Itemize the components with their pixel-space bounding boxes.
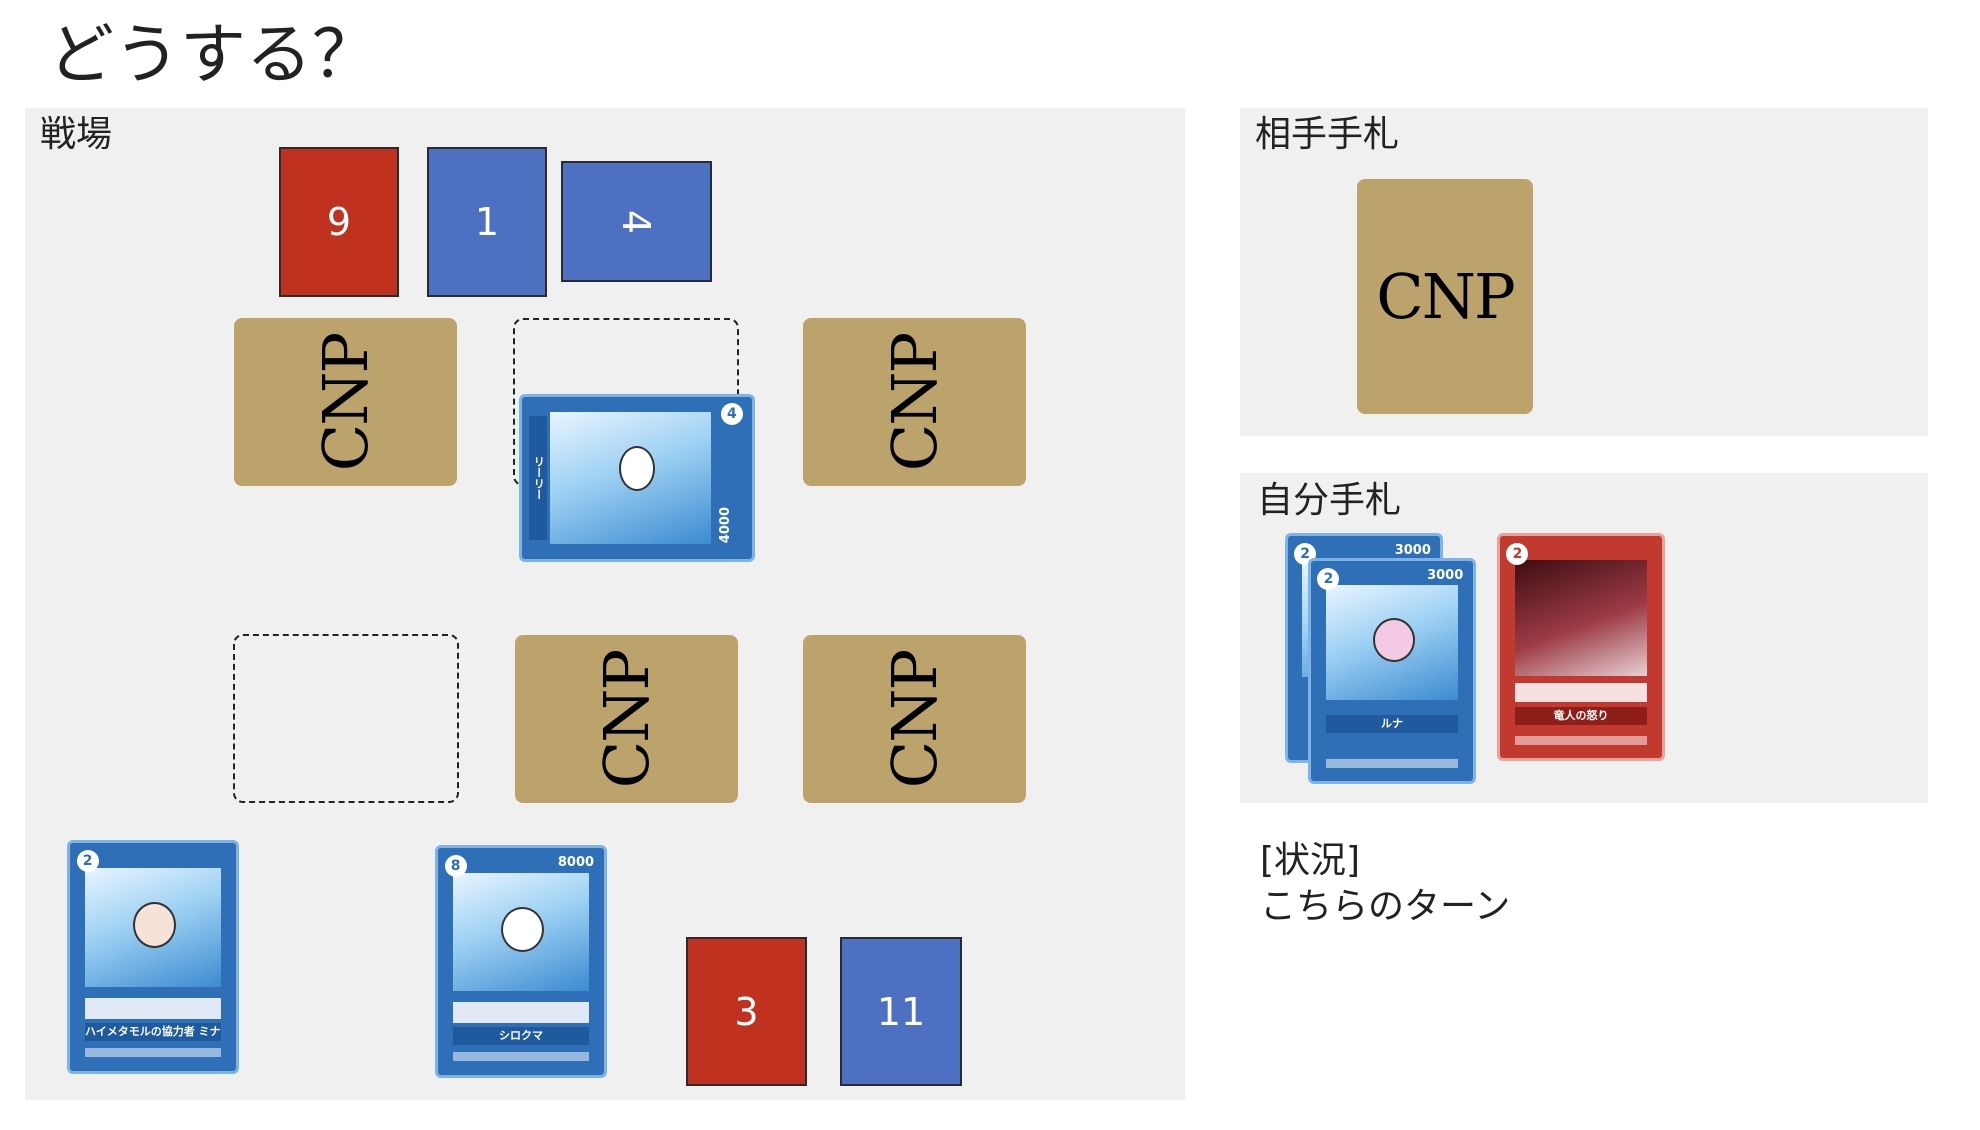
player-unit-slot-empty[interactable]: [233, 634, 459, 803]
situation-text: こちらのターン: [1260, 886, 1511, 927]
card-name: ルナ: [1325, 715, 1459, 733]
card-back-logo: CNP: [878, 650, 951, 788]
panda-character-art: [618, 445, 656, 491]
card-footer: [1514, 735, 1648, 745]
my-hand-card-luna[interactable]: 2 3000 ルナ: [1308, 558, 1476, 784]
polar-bear-art: [501, 907, 545, 953]
card-art: [1514, 560, 1648, 676]
player-unit-facedown-right[interactable]: CNP: [803, 635, 1026, 803]
card-back-logo: CNP: [590, 650, 663, 788]
card-back-logo: CNP: [309, 333, 382, 471]
cost-badge: 8: [444, 854, 467, 877]
card-name: ハイメタモルの協力者 ミナモ: [84, 1023, 222, 1042]
power-value: 8000: [557, 854, 595, 870]
cost-badge: 4: [720, 403, 743, 426]
player-counter-blue: 11: [840, 937, 962, 1086]
card-text-box: [1514, 682, 1648, 703]
rabbit-character-art: [1372, 618, 1415, 663]
situation-block: [状況] こちらのターン: [1260, 838, 1510, 930]
battlefield-label: 戦場: [40, 114, 113, 155]
opponent-unit-card-rirei[interactable]: 4 リーリー 4000: [519, 394, 755, 562]
card-text-box: [84, 998, 222, 1019]
power-value: 3000: [1394, 542, 1431, 558]
my-hand-card-ryujin-no-ikari[interactable]: 2 竜人の怒り: [1497, 533, 1665, 761]
card-text-box: [452, 1002, 590, 1023]
page-title: どうする？: [48, 16, 378, 93]
power-value: 3000: [1427, 567, 1464, 583]
card-footer: [452, 1052, 590, 1062]
card-back-logo: CNP: [1376, 260, 1515, 333]
opponent-hand-card[interactable]: CNP: [1357, 179, 1533, 414]
opponent-unit-facedown-right[interactable]: CNP: [803, 318, 1026, 486]
opponent-hand-panel: [1240, 108, 1928, 436]
opponent-counter-blue-rotated: 4: [561, 161, 712, 282]
card-name: 竜人の怒り: [1514, 706, 1648, 725]
card-footer: [1325, 759, 1459, 768]
player-counter-red-value: 3: [734, 989, 759, 1034]
card-back-logo: CNP: [878, 333, 951, 471]
player-supporter-minamo[interactable]: 2 ハイメタモルの協力者 ミナモ: [67, 840, 239, 1074]
opponent-unit-facedown-left[interactable]: CNP: [234, 318, 457, 486]
cost-badge: 2: [1317, 567, 1340, 590]
opponent-counter-red-value: 9: [326, 200, 352, 244]
character-art: [133, 902, 177, 948]
my-hand-label: 自分手札: [1257, 480, 1402, 521]
card-name: シロクマ: [452, 1027, 590, 1046]
player-counter-red: 3: [686, 937, 807, 1086]
opponent-counter-rotated-value: 4: [614, 209, 659, 234]
cost-badge: 2: [1506, 542, 1529, 565]
player-supporter-shirokuma[interactable]: 8 8000 シロクマ: [435, 845, 607, 1078]
opponent-counter-blue-value: 1: [474, 200, 500, 244]
opponent-counter-red: 9: [279, 147, 399, 297]
power-value: 4000: [717, 506, 733, 543]
player-counter-blue-value: 11: [876, 989, 926, 1034]
opponent-hand-label: 相手手札: [1255, 114, 1400, 155]
cost-badge: 2: [76, 849, 99, 872]
player-unit-facedown-center[interactable]: CNP: [515, 635, 738, 803]
opponent-counter-blue: 1: [427, 147, 547, 297]
card-name: リーリー: [528, 416, 548, 540]
card-footer: [84, 1048, 222, 1058]
situation-heading: [状況]: [1260, 840, 1361, 881]
